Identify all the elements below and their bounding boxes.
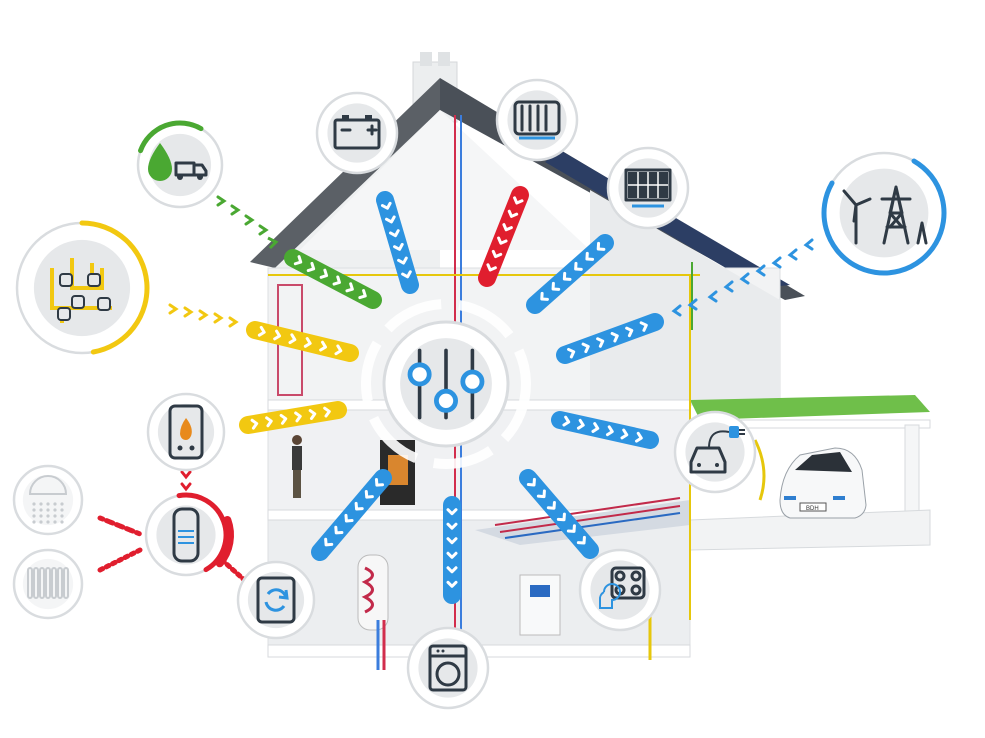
sliders-icon [407, 348, 485, 420]
energy-flows [215, 186, 664, 604]
water-tank-icon [172, 507, 200, 563]
flame-boiler-icon [168, 404, 204, 460]
gas-network-ring [79, 220, 150, 355]
circulation-icon [256, 576, 296, 624]
cooktop-lighting-node[interactable] [578, 548, 662, 632]
photovoltaic-node[interactable] [606, 146, 690, 230]
cooktop-bulb-icon [598, 566, 646, 609]
flow-power-grid-blue [556, 313, 664, 364]
license-plate: BDH [806, 506, 819, 512]
solar-panel-icon [624, 168, 672, 208]
flow-gas-network-yellow [246, 321, 359, 362]
radiator-node[interactable] [12, 548, 84, 620]
flow-gas-network-green [284, 249, 382, 309]
wind-turbine-pylon-icon [842, 185, 928, 245]
washing-machine-icon [428, 644, 468, 692]
ev-charging-node[interactable] [673, 410, 757, 494]
electric-car: BDH [779, 447, 867, 519]
washing-machine-node[interactable] [406, 626, 490, 710]
central-control-node[interactable] [361, 299, 531, 469]
power-grid-node[interactable] [821, 151, 947, 276]
connector-tank-shower [97, 515, 143, 537]
oil-delivery-node[interactable] [136, 120, 224, 209]
flow-boiler-yellow [239, 401, 347, 434]
heat-pump-node[interactable] [236, 560, 316, 640]
boiler-node[interactable] [146, 392, 226, 472]
gas-network-node[interactable] [15, 220, 150, 355]
pipe-network-icon [50, 258, 112, 323]
connector-oil-to-house [216, 195, 279, 250]
flow-cooktop-lighting-blue [519, 469, 599, 559]
flow-washing-machine-blue [443, 496, 461, 604]
connector-gas-to-house [168, 303, 239, 328]
battery-node[interactable] [315, 91, 399, 175]
connector-tank-radiator [97, 547, 143, 573]
solar-thermal-collector-icon [513, 100, 561, 140]
shower-node[interactable] [12, 464, 84, 536]
solar-thermal-node[interactable] [495, 78, 579, 162]
oil-delivery-ring [138, 120, 204, 154]
flow-ev-charging-blue [551, 411, 659, 449]
hot-water-tank-ring [176, 492, 229, 573]
oil-drop-truck-icon [148, 143, 208, 181]
radiator-icon [27, 567, 69, 599]
ev-charger-icon [689, 426, 745, 474]
connector-grid-to-house [671, 238, 814, 317]
flow-heat-pump-blue [311, 469, 392, 561]
battery-icon [333, 115, 381, 150]
flow-photovoltaic-blue [526, 234, 614, 314]
hot-water-tank-node[interactable] [144, 492, 229, 577]
flow-solar-thermal-red [478, 186, 529, 287]
power-grid-ring [821, 158, 947, 276]
shower-icon [28, 475, 68, 524]
flow-battery-blue [376, 191, 419, 294]
